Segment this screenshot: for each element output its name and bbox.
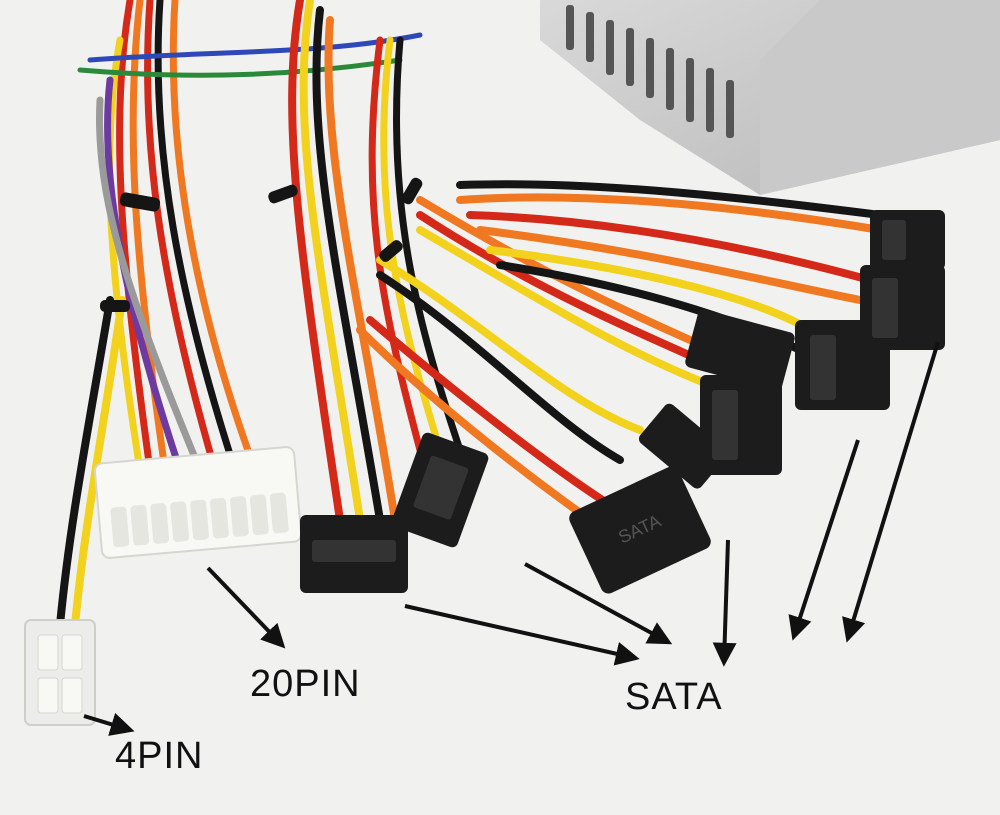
20pin-connector [93, 446, 303, 559]
arrow-sata-3 [712, 539, 737, 667]
label-sata: SATA [625, 676, 723, 718]
label-4pin: 4PIN [115, 735, 204, 777]
psu-case [540, 0, 1000, 195]
sata-connector-9 [870, 210, 945, 270]
arrow-sata-2 [524, 562, 673, 645]
sata-connector-2 [391, 432, 489, 548]
sata-connector-8 [860, 265, 945, 350]
wire-bundle [56, 0, 884, 629]
4pin-connector [24, 619, 96, 726]
label-20pin: 20PIN [250, 663, 361, 705]
arrow-sata-1 [404, 604, 640, 666]
psu-vent-slots [566, 5, 734, 138]
arrow-sata-5 [842, 341, 940, 643]
sata-connector-3: SATA [569, 466, 711, 594]
arrow-sata-4 [788, 439, 860, 641]
sata-connector-1 [300, 515, 408, 593]
sata-connectors: SATA [300, 210, 945, 594]
sata-connector-5 [700, 375, 782, 475]
arrow-20pin [206, 566, 286, 649]
sata-connector-6 [685, 309, 795, 391]
annotation-arrows [83, 341, 940, 736]
cable-ties [100, 177, 423, 312]
arrow-4pin [83, 712, 135, 736]
